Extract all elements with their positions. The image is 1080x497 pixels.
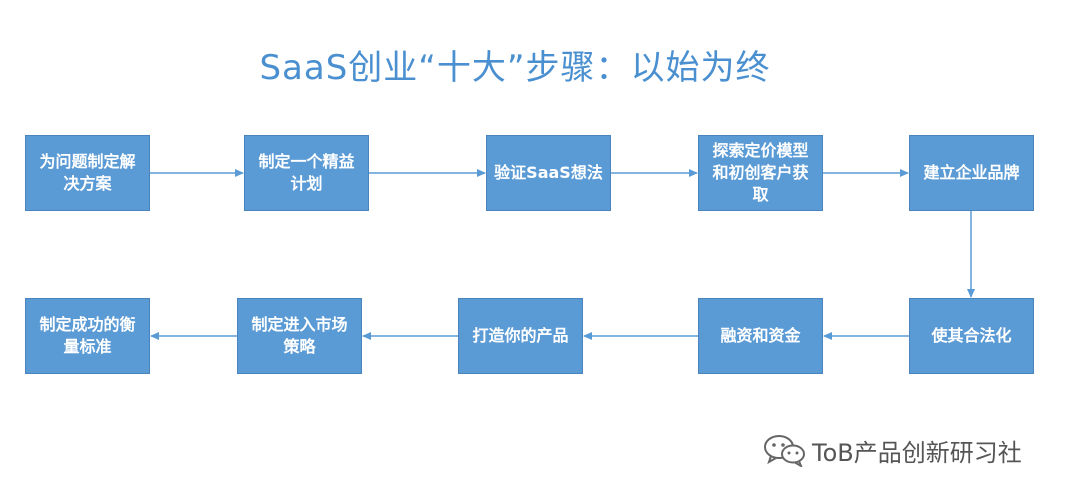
step-box-5: 建立企业品牌 <box>909 135 1034 211</box>
step-label-5: 建立企业品牌 <box>923 163 1020 182</box>
step-box-4: 探索定价模型和初创客户获取 <box>698 135 823 211</box>
step-label-4: 探索定价模型和初创客户获取 <box>712 141 809 204</box>
step-box-8: 打造你的产品 <box>458 298 583 374</box>
step-label-7: 融资和资金 <box>720 326 801 345</box>
step-label-8: 打造你的产品 <box>472 326 569 345</box>
watermark: ToB产品创新研习社 <box>762 430 1062 470</box>
step-label-3: 验证SaaS想法 <box>494 163 603 182</box>
step-box-1: 为问题制定解决方案 <box>25 135 150 211</box>
step-label-6: 使其合法化 <box>931 326 1012 345</box>
step-box-10: 制定成功的衡量标准 <box>25 298 150 374</box>
step-box-7: 融资和资金 <box>698 298 823 374</box>
watermark-text: ToB产品创新研习社 <box>812 438 1022 467</box>
step-box-6: 使其合法化 <box>909 298 1034 374</box>
wechat-icon <box>764 435 805 467</box>
step-box-2: 制定一个精益计划 <box>244 135 369 211</box>
step-box-9: 制定进入市场策略 <box>237 298 362 374</box>
diagram-title: SaaS创业“十大”步骤：以始为终 <box>259 48 771 88</box>
step-label-9: 制定进入市场策略 <box>251 315 348 356</box>
step-box-3: 验证SaaS想法 <box>486 135 611 211</box>
step-label-10: 制定成功的衡量标准 <box>39 315 136 356</box>
step-label-1: 为问题制定解决方案 <box>39 152 136 193</box>
step-label-2: 制定一个精益计划 <box>258 152 355 193</box>
